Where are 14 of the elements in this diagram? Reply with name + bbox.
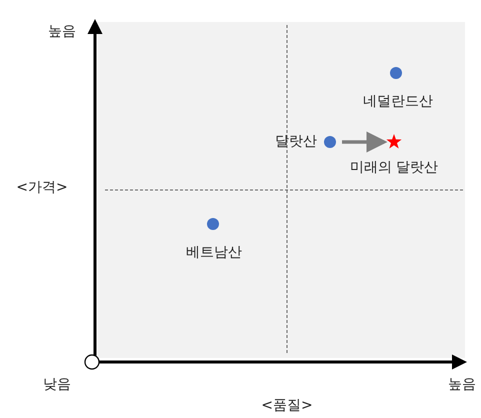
star-marker [386,134,402,150]
data-point [322,134,338,150]
point-label: 미래의 달랏산 [350,160,438,176]
point-label: 달랏산 [275,134,317,150]
arrow [342,132,388,152]
axis-end-label: 높음 [448,377,476,393]
point-label: 네덜란드산 [363,94,433,110]
axis-end-label: 낮음 [43,377,71,393]
data-point [205,216,221,232]
axis-title: <품질> [261,398,313,414]
axis-title: <가격> [16,180,68,196]
data-point [388,65,404,81]
axis-end-label: 높음 [48,24,76,40]
point-label: 베트남산 [186,245,242,261]
